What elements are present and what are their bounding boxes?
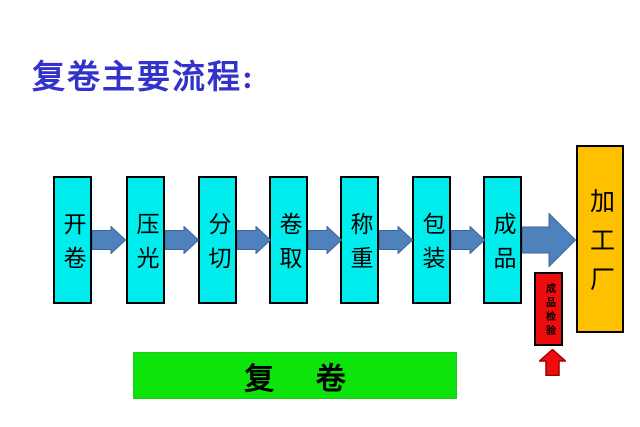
page-title: 复卷主要流程: xyxy=(32,60,255,96)
step-label: 包装 xyxy=(419,211,444,280)
step-label: 开卷 xyxy=(60,211,85,280)
right-arrow-icon xyxy=(379,226,413,254)
step-box-product: 成品 xyxy=(483,176,522,304)
step-label: 称重 xyxy=(347,211,372,280)
process-banner: 复 卷 xyxy=(133,352,457,399)
step-box-wind: 卷取 xyxy=(269,176,308,304)
right-arrow-icon xyxy=(237,226,271,254)
step-box-slit: 分切 xyxy=(198,176,237,304)
right-arrow-icon xyxy=(308,226,342,254)
step-box-calender: 压光 xyxy=(126,176,165,304)
destination-box-factory: 加工厂 xyxy=(576,145,624,333)
large-right-arrow-icon xyxy=(522,213,576,267)
banner-label: 复 卷 xyxy=(244,362,346,396)
step-label: 成品 xyxy=(490,211,515,280)
step-box-unwind: 开卷 xyxy=(53,176,92,304)
step-label: 分切 xyxy=(205,211,230,280)
step-label: 卷取 xyxy=(276,211,301,280)
up-arrow-icon xyxy=(539,349,566,376)
step-box-weigh: 称重 xyxy=(340,176,379,304)
step-box-pack: 包装 xyxy=(412,176,451,304)
destination-label: 加工厂 xyxy=(586,187,614,305)
right-arrow-icon xyxy=(92,226,126,254)
inspection-box: 成品检验 xyxy=(534,272,563,346)
step-label: 压光 xyxy=(133,211,158,280)
right-arrow-icon xyxy=(165,226,199,254)
inspection-label: 成品检验 xyxy=(543,283,555,339)
right-arrow-icon xyxy=(451,226,485,254)
